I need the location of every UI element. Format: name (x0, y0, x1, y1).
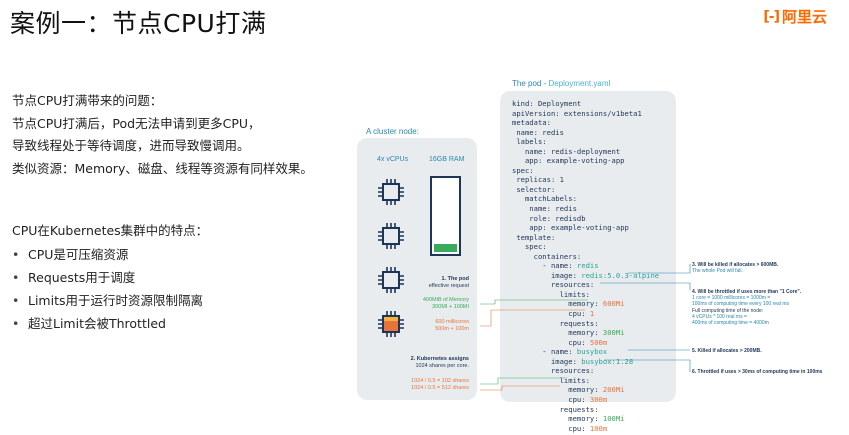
yaml-line: matchLabels: (512, 194, 577, 204)
ram-label: 16GB RAM (429, 156, 465, 163)
yaml-line: memory: 300Mi (512, 328, 625, 338)
yaml-line: metadata: (512, 118, 551, 128)
annotation-5: 5. Killed if allocates > 200MB. (692, 348, 762, 354)
vcpu-label: 4x vCPUs (377, 156, 409, 163)
yaml-line: cpu: 300m (512, 394, 608, 404)
yaml-line: kind: Deployment (512, 99, 582, 108)
feature-item: •CPU是可压缩资源 (12, 243, 208, 266)
brand-logo: [-] 阿里云 (763, 6, 827, 27)
yaml-line: limits: (512, 289, 590, 299)
note-millicores: 600 millicores 500m + 100m (435, 319, 469, 332)
yaml-line: app: example-voting-app (512, 223, 629, 233)
features-section: CPU在Kubernetes集群中的特点： •CPU是可压缩资源 •Reques… (12, 220, 208, 335)
yaml-line: image: busybox:1.28 (512, 356, 634, 366)
bullet-icon: • (12, 269, 20, 285)
yaml-line: resources: (512, 366, 595, 376)
yaml-line: cpu: 100m (512, 423, 608, 433)
yaml-line: requests: (512, 318, 599, 328)
yaml-line: replicas: 1 (512, 175, 564, 185)
yaml-line: image: redis:5.0.3-alpine (512, 270, 660, 280)
bullet-icon: • (12, 246, 20, 262)
yaml-line: memory: 600Mi (512, 299, 625, 309)
yaml-line: - name: redis (512, 261, 599, 271)
cpu-chip-icon (378, 179, 404, 205)
cpu-chip-icon (378, 267, 404, 293)
cpu-chip-used-icon (378, 311, 404, 337)
note-effective-request: 1. The pod effective request (428, 276, 469, 289)
ram-used-fill (434, 244, 457, 252)
yaml-line: apiVersion: extensions/v1beta1 (512, 108, 642, 118)
yaml-line: containers: (512, 251, 582, 261)
problem-line: 节点CPU打满后，Pod无法申请到更多CPU， (12, 115, 261, 131)
yaml-line: resources: (512, 280, 595, 290)
yaml-line: name: redis-deployment (512, 146, 621, 156)
bullet-icon: • (12, 315, 20, 331)
bullet-icon: • (12, 292, 20, 308)
annotation-4: 4. Will be throttled if uses more than "… (692, 289, 802, 327)
cluster-node-panel: 4x vCPUs 16GB RAM 1. The pod effective r… (357, 138, 477, 400)
yaml-line: name: redis (512, 204, 577, 214)
yaml-line: name: redis (512, 127, 564, 137)
yaml-line: memory: 200Mi (512, 385, 625, 395)
annotation-3: 3. Will be killed if allocates > 600MB.T… (692, 262, 779, 275)
yaml-line: spec: (512, 165, 534, 175)
problem-line: 导致线程处于等待调度，进而导致慢调用。 (12, 138, 250, 153)
yaml-line: role: redisdb (512, 213, 586, 223)
features-heading: CPU在Kubernetes集群中的特点： (12, 223, 209, 238)
problem-heading: 节点CPU打满带来的问题： (12, 93, 163, 108)
cluster-label: A cluster node: (366, 127, 419, 136)
logo-text: 阿里云 (781, 8, 827, 26)
cpu-chip-icon (378, 223, 404, 249)
aliyun-bracket-icon: [-] (763, 8, 780, 25)
yaml-line: app: example-voting-app (512, 156, 625, 166)
yaml-line: cpu: 1 (512, 309, 595, 319)
problem-line: 类似资源：Memory、磁盘、线程等资源有同样效果。 (12, 160, 313, 176)
problem-section: 节点CPU打满带来的问题： 节点CPU打满后，Pod无法申请到更多CPU， 导致… (12, 90, 342, 180)
yaml-line: selector: (512, 184, 556, 194)
yaml-line: template: (512, 232, 556, 242)
annotation-6: 6. Throttled if uses > 30ms of computing… (692, 369, 823, 375)
yaml-line: spec: (512, 242, 547, 252)
yaml-line: limits: (512, 375, 590, 385)
feature-item: •Requests用于调度 (12, 266, 208, 289)
feature-item: •超过Limit会被Throttled (12, 312, 208, 335)
yaml-line: cpu: 500m (512, 337, 608, 347)
note-shares: 2. Kubernetes assigns 1024 shares per co… (410, 356, 469, 369)
yaml-line: memory: 100Mi (512, 414, 625, 424)
feature-item: •Limits用于运行时资源限制隔离 (12, 289, 208, 312)
yaml-line: labels: (512, 137, 547, 147)
yaml-line: - name: busybox (512, 347, 608, 357)
yaml-line: requests: (512, 404, 599, 414)
note-memory: 400MiB of Memory 300MI + 100MI (422, 297, 469, 310)
ram-bar (430, 176, 461, 256)
page-title: 案例一：节点CPU打满 (10, 9, 267, 38)
pod-label: The pod - Deployment.yaml (512, 79, 611, 88)
note-share-calc: 1024 / 0.5 = 102 shares 1024 / 0.5 = 512… (411, 378, 469, 391)
